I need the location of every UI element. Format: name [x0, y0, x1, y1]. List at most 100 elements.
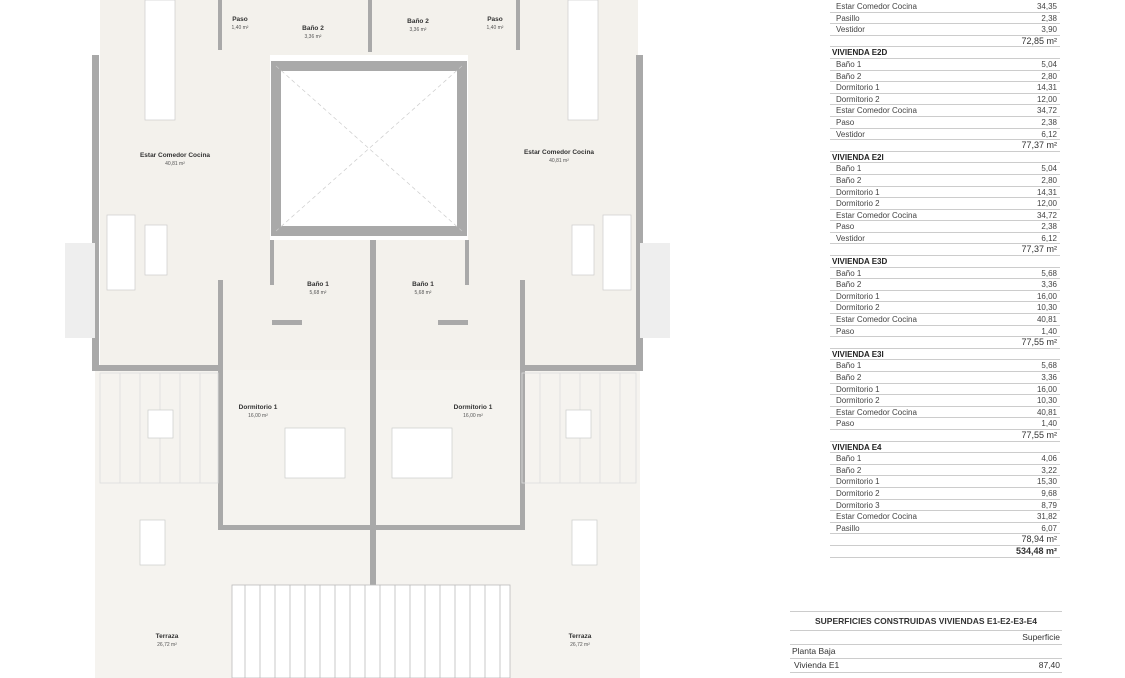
room-name: Estar Comedor Cocina: [140, 152, 210, 159]
built-row-value: 87,40: [1038, 660, 1060, 670]
group-header: VIVIENDA E2D: [830, 47, 1060, 59]
furniture: [106, 0, 632, 566]
room-label: Baño 1: [836, 268, 862, 278]
room-label: Baño 1: [836, 59, 862, 69]
room-value: 14,31: [1036, 83, 1057, 93]
table-row: Baño 2 2,80: [830, 71, 1060, 83]
room-area: 26,72 m²: [570, 642, 590, 648]
group-header: VIVIENDA E4: [830, 442, 1060, 454]
room-name: Baño 1: [307, 281, 329, 288]
room-label: Estar Comedor Cocina: [836, 210, 917, 220]
room-value: 34,72: [1036, 210, 1057, 220]
room-label: Dormitorio 2: [836, 396, 880, 406]
room-name: Baño 2: [302, 25, 324, 32]
room-area: 1,40 m²: [232, 25, 249, 31]
room-value: 4,06: [1041, 454, 1057, 464]
room-label: Estar Comedor Cocina: [836, 2, 917, 11]
pergola-right: [521, 372, 637, 484]
room-area: 40,81 m²: [165, 161, 185, 167]
room-name: Baño 2: [407, 18, 429, 25]
table-row: Baño 1 5,68: [830, 360, 1060, 372]
group-total: 77,55 m²: [830, 430, 1060, 442]
room-value: 8,79: [1041, 500, 1057, 510]
room-label: Dormitorio 1: [836, 384, 880, 394]
room-value: 5,68: [1041, 268, 1057, 278]
room-area: 5,68 m²: [415, 290, 432, 296]
carport-roof: [231, 584, 511, 678]
room-value: 2,38: [1041, 117, 1057, 127]
room-label: Estar Comedor Cocina: [836, 512, 917, 522]
group-header: VIVIENDA E3I: [830, 349, 1060, 361]
room-label: Baño 1: [836, 454, 862, 464]
room-value: 12,00: [1036, 199, 1057, 209]
table-row: Dormitorio 2 9,68: [830, 488, 1060, 500]
room-label: Baño 1: [836, 361, 862, 371]
room-area: 5,68 m²: [310, 290, 327, 296]
room-value: 10,30: [1036, 396, 1057, 406]
table-row: Baño 1 4,06: [830, 453, 1060, 465]
room-label: Baño 2: [836, 373, 862, 382]
room-value: 10,30: [1036, 303, 1057, 313]
room-label: Baño 2: [836, 71, 862, 81]
room-name: Estar Comedor Cocina: [524, 149, 594, 156]
room-label: Paso: [836, 419, 855, 429]
built-section: Planta Baja: [792, 646, 836, 656]
room-value: 3,36: [1041, 280, 1057, 290]
room-value: 5,04: [1041, 164, 1057, 174]
group-header: VIVIENDA E3D: [830, 256, 1060, 268]
room-label: Dormitorio 1: [836, 187, 880, 197]
room-value: 6,07: [1041, 523, 1057, 533]
room-value: 3,36: [1041, 373, 1057, 382]
built-table-title: SUPERFICIES CONSTRUIDAS VIVIENDAS E1-E2-…: [790, 612, 1062, 631]
room-name: Terraza: [156, 633, 179, 640]
room-label: Estar Comedor Cocina: [836, 106, 917, 116]
room-value: 2,38: [1041, 222, 1057, 232]
room-value: 34,35: [1036, 2, 1057, 11]
room-value: 1,40: [1041, 326, 1057, 336]
table-row: Estar Comedor Cocina 34,72: [830, 105, 1060, 117]
room-name: Baño 1: [412, 281, 434, 288]
room-value: 3,22: [1041, 465, 1057, 475]
room-name: Terraza: [569, 633, 592, 640]
room-area: 40,81 m²: [549, 158, 569, 164]
room-value: 15,30: [1036, 477, 1057, 487]
pergola-left: [99, 372, 219, 484]
room-value: 2,80: [1041, 71, 1057, 81]
room-label: Baño 2: [836, 175, 862, 185]
table-row: Paso 2,38: [830, 221, 1060, 233]
room-value: 34,72: [1036, 106, 1057, 116]
room-label: Dormitorio 1: [836, 477, 880, 487]
room-label: Dormitorio 2: [836, 488, 880, 498]
room-name: Dormitorio 1: [454, 404, 493, 411]
room-label: Dormitorio 2: [836, 94, 880, 104]
table-row: Dormitorio 1 15,30: [830, 476, 1060, 488]
room-value: 16,00: [1036, 291, 1057, 301]
room-label: Paso: [836, 222, 855, 232]
table-row: Baño 1 5,68: [830, 268, 1060, 280]
built-row-label: Vivienda E1: [794, 660, 840, 670]
room-name: Paso: [487, 16, 503, 23]
room-value: 9,68: [1041, 488, 1057, 498]
room-value: 5,68: [1041, 361, 1057, 371]
group-total: 77,37 m²: [830, 140, 1060, 152]
group-total: 77,37 m²: [830, 244, 1060, 257]
table-row: Baño 2 3,36: [830, 372, 1060, 384]
walls: [92, 0, 643, 585]
room-area: 3,36 m²: [305, 34, 322, 40]
room-value: 6,12: [1041, 129, 1057, 139]
room-name: Paso: [232, 16, 248, 23]
